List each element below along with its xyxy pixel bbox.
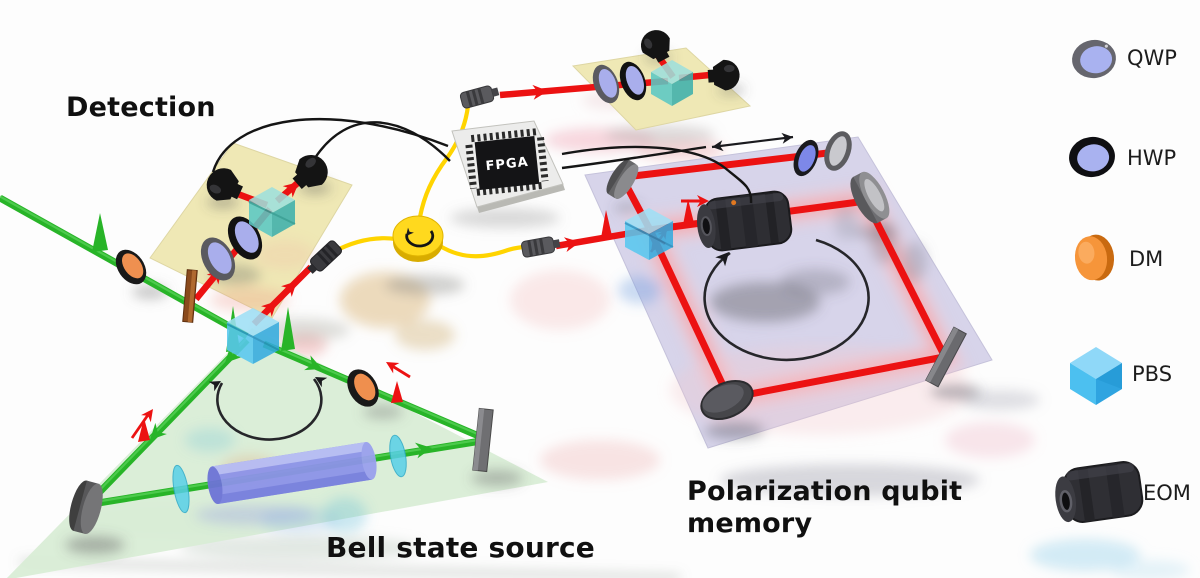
cable-detector-left-to-fpga — [211, 117, 449, 173]
loop-left-arm-beam — [89, 337, 250, 503]
legend-eom-icon — [1055, 461, 1144, 523]
electronic-cables — [211, 117, 753, 204]
readout-detector-top — [641, 30, 670, 63]
memory-bottom-right-mirror — [925, 326, 967, 388]
cable-fpga-output — [561, 145, 707, 170]
source-right-mirror — [472, 407, 494, 473]
fpga-chip-label: FPGA — [485, 155, 529, 174]
fiber-coupler-source — [307, 240, 343, 274]
legend-label-dm: DM — [1129, 247, 1164, 271]
memory-loop-right — [862, 199, 948, 357]
legend-pbs-icon — [1070, 347, 1122, 405]
detection-qwp — [200, 237, 236, 281]
legend-label-qwp: QWP — [1127, 46, 1177, 70]
eom-device — [696, 190, 793, 252]
fiber-circulator-to-readout — [417, 103, 471, 220]
fiber-circulator — [392, 215, 444, 262]
memory-loop-left — [647, 230, 732, 398]
memory-right-mirror — [850, 171, 890, 224]
source-lens-left — [172, 464, 190, 514]
detection-label: Detection — [66, 92, 216, 123]
memory-top-left-mirror — [606, 159, 639, 200]
detection-hwp — [227, 216, 263, 260]
loop-direction-arrows — [216, 238, 870, 441]
cable-fpga-to-eom — [561, 145, 753, 204]
memory-pbs-cube — [624, 208, 674, 260]
legend-dm-icon — [1074, 234, 1115, 281]
memory-loop-bottom — [728, 353, 945, 402]
readout-hwp — [619, 61, 647, 101]
memory-end-mirror — [824, 131, 852, 171]
dichroic-stick-mirror — [182, 269, 198, 323]
memory-bottom-left-mirror — [700, 379, 754, 421]
source-crystal — [207, 442, 377, 504]
source-lens-right — [389, 434, 407, 478]
legend-label-hwp: HWP — [1127, 146, 1177, 170]
fpga-chip — [474, 135, 540, 191]
detector-right — [292, 155, 328, 190]
red-pulse-spikes — [138, 199, 694, 442]
fiber-coupler-readout — [459, 85, 500, 109]
legend-qwp-icon — [1072, 39, 1116, 79]
dichroic-mirror-input — [115, 249, 147, 285]
fiber-source-to-circulator — [330, 236, 399, 255]
readout-pbs-cube — [651, 60, 693, 106]
detector-left — [206, 168, 243, 201]
readout-detector-right — [707, 59, 740, 91]
legend-hwp-icon — [1069, 136, 1115, 178]
fiber-coupler-memory — [520, 236, 561, 258]
legend-label-pbs: PBS — [1132, 362, 1173, 386]
source-pbs-cube — [226, 308, 280, 364]
source-loop-arrow — [216, 378, 323, 441]
dichroic-mirror-right-arm — [347, 369, 379, 407]
detection-pbs-cube — [248, 187, 296, 237]
legend-label-eom: EOM — [1143, 481, 1191, 505]
memory-label: Polarization qubit memory — [687, 476, 963, 539]
source-left-mirror — [69, 480, 103, 535]
readout-qwp — [592, 64, 620, 104]
translation-double-arrow — [711, 131, 794, 153]
bell-state-source-label: Bell state source — [326, 531, 595, 564]
bell-source-platform — [6, 328, 548, 578]
fiber-circulator-to-memory — [437, 243, 530, 259]
memory-hwp — [793, 139, 819, 177]
fpga-board: FPGA — [451, 120, 565, 213]
cable-detector-right-to-fpga — [313, 121, 451, 162]
memory-loop-arrow — [703, 238, 870, 362]
